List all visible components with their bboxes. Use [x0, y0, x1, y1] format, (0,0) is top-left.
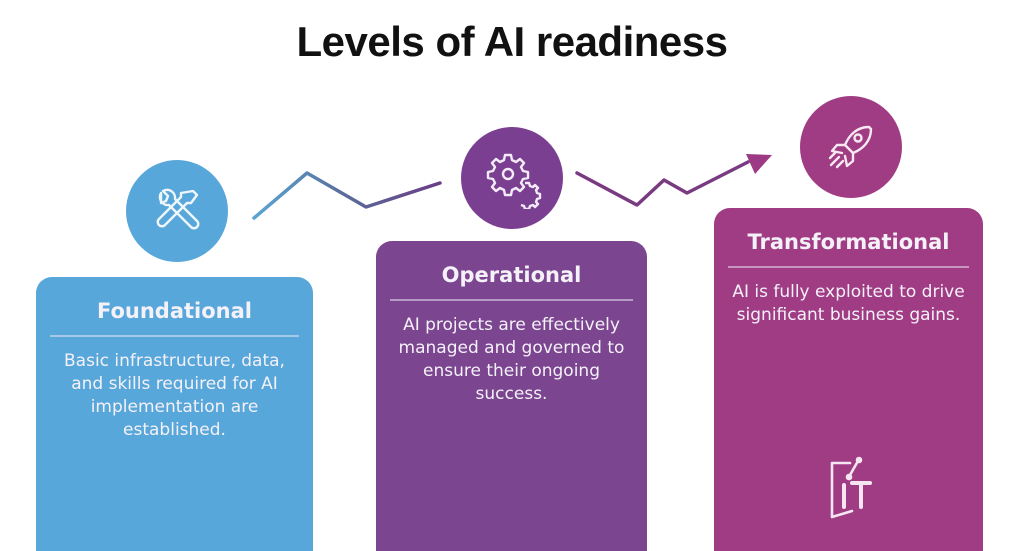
transformational-icon-badge	[800, 96, 902, 198]
card-heading: Foundational	[96, 299, 252, 323]
card-description: AI is fully exploited to drive significa…	[732, 282, 965, 325]
card-heading: Transformational	[747, 230, 950, 254]
arrow-head-icon	[746, 154, 772, 174]
divider	[390, 299, 633, 301]
page-title: Levels of AI readiness	[296, 18, 728, 65]
it-logo-icon	[830, 456, 872, 519]
operational-icon-badge	[461, 127, 563, 229]
rocket-icon	[828, 125, 873, 169]
card-heading: Operational	[441, 263, 582, 287]
transformational-card: Transformational AI is fully exploited t…	[714, 208, 983, 551]
foundational-icon-badge	[126, 160, 228, 262]
foundational-card: Foundational Basic infrastructure, data,…	[36, 277, 313, 551]
divider	[728, 266, 969, 268]
divider	[50, 335, 299, 337]
card-description: Basic infrastructure, data, and skills r…	[64, 351, 285, 440]
gears-icon	[486, 153, 542, 209]
operational-card: Operational AI projects are effectively …	[376, 241, 647, 551]
tools-icon	[156, 188, 200, 230]
card-description: AI projects are effectively managed and …	[398, 315, 625, 404]
